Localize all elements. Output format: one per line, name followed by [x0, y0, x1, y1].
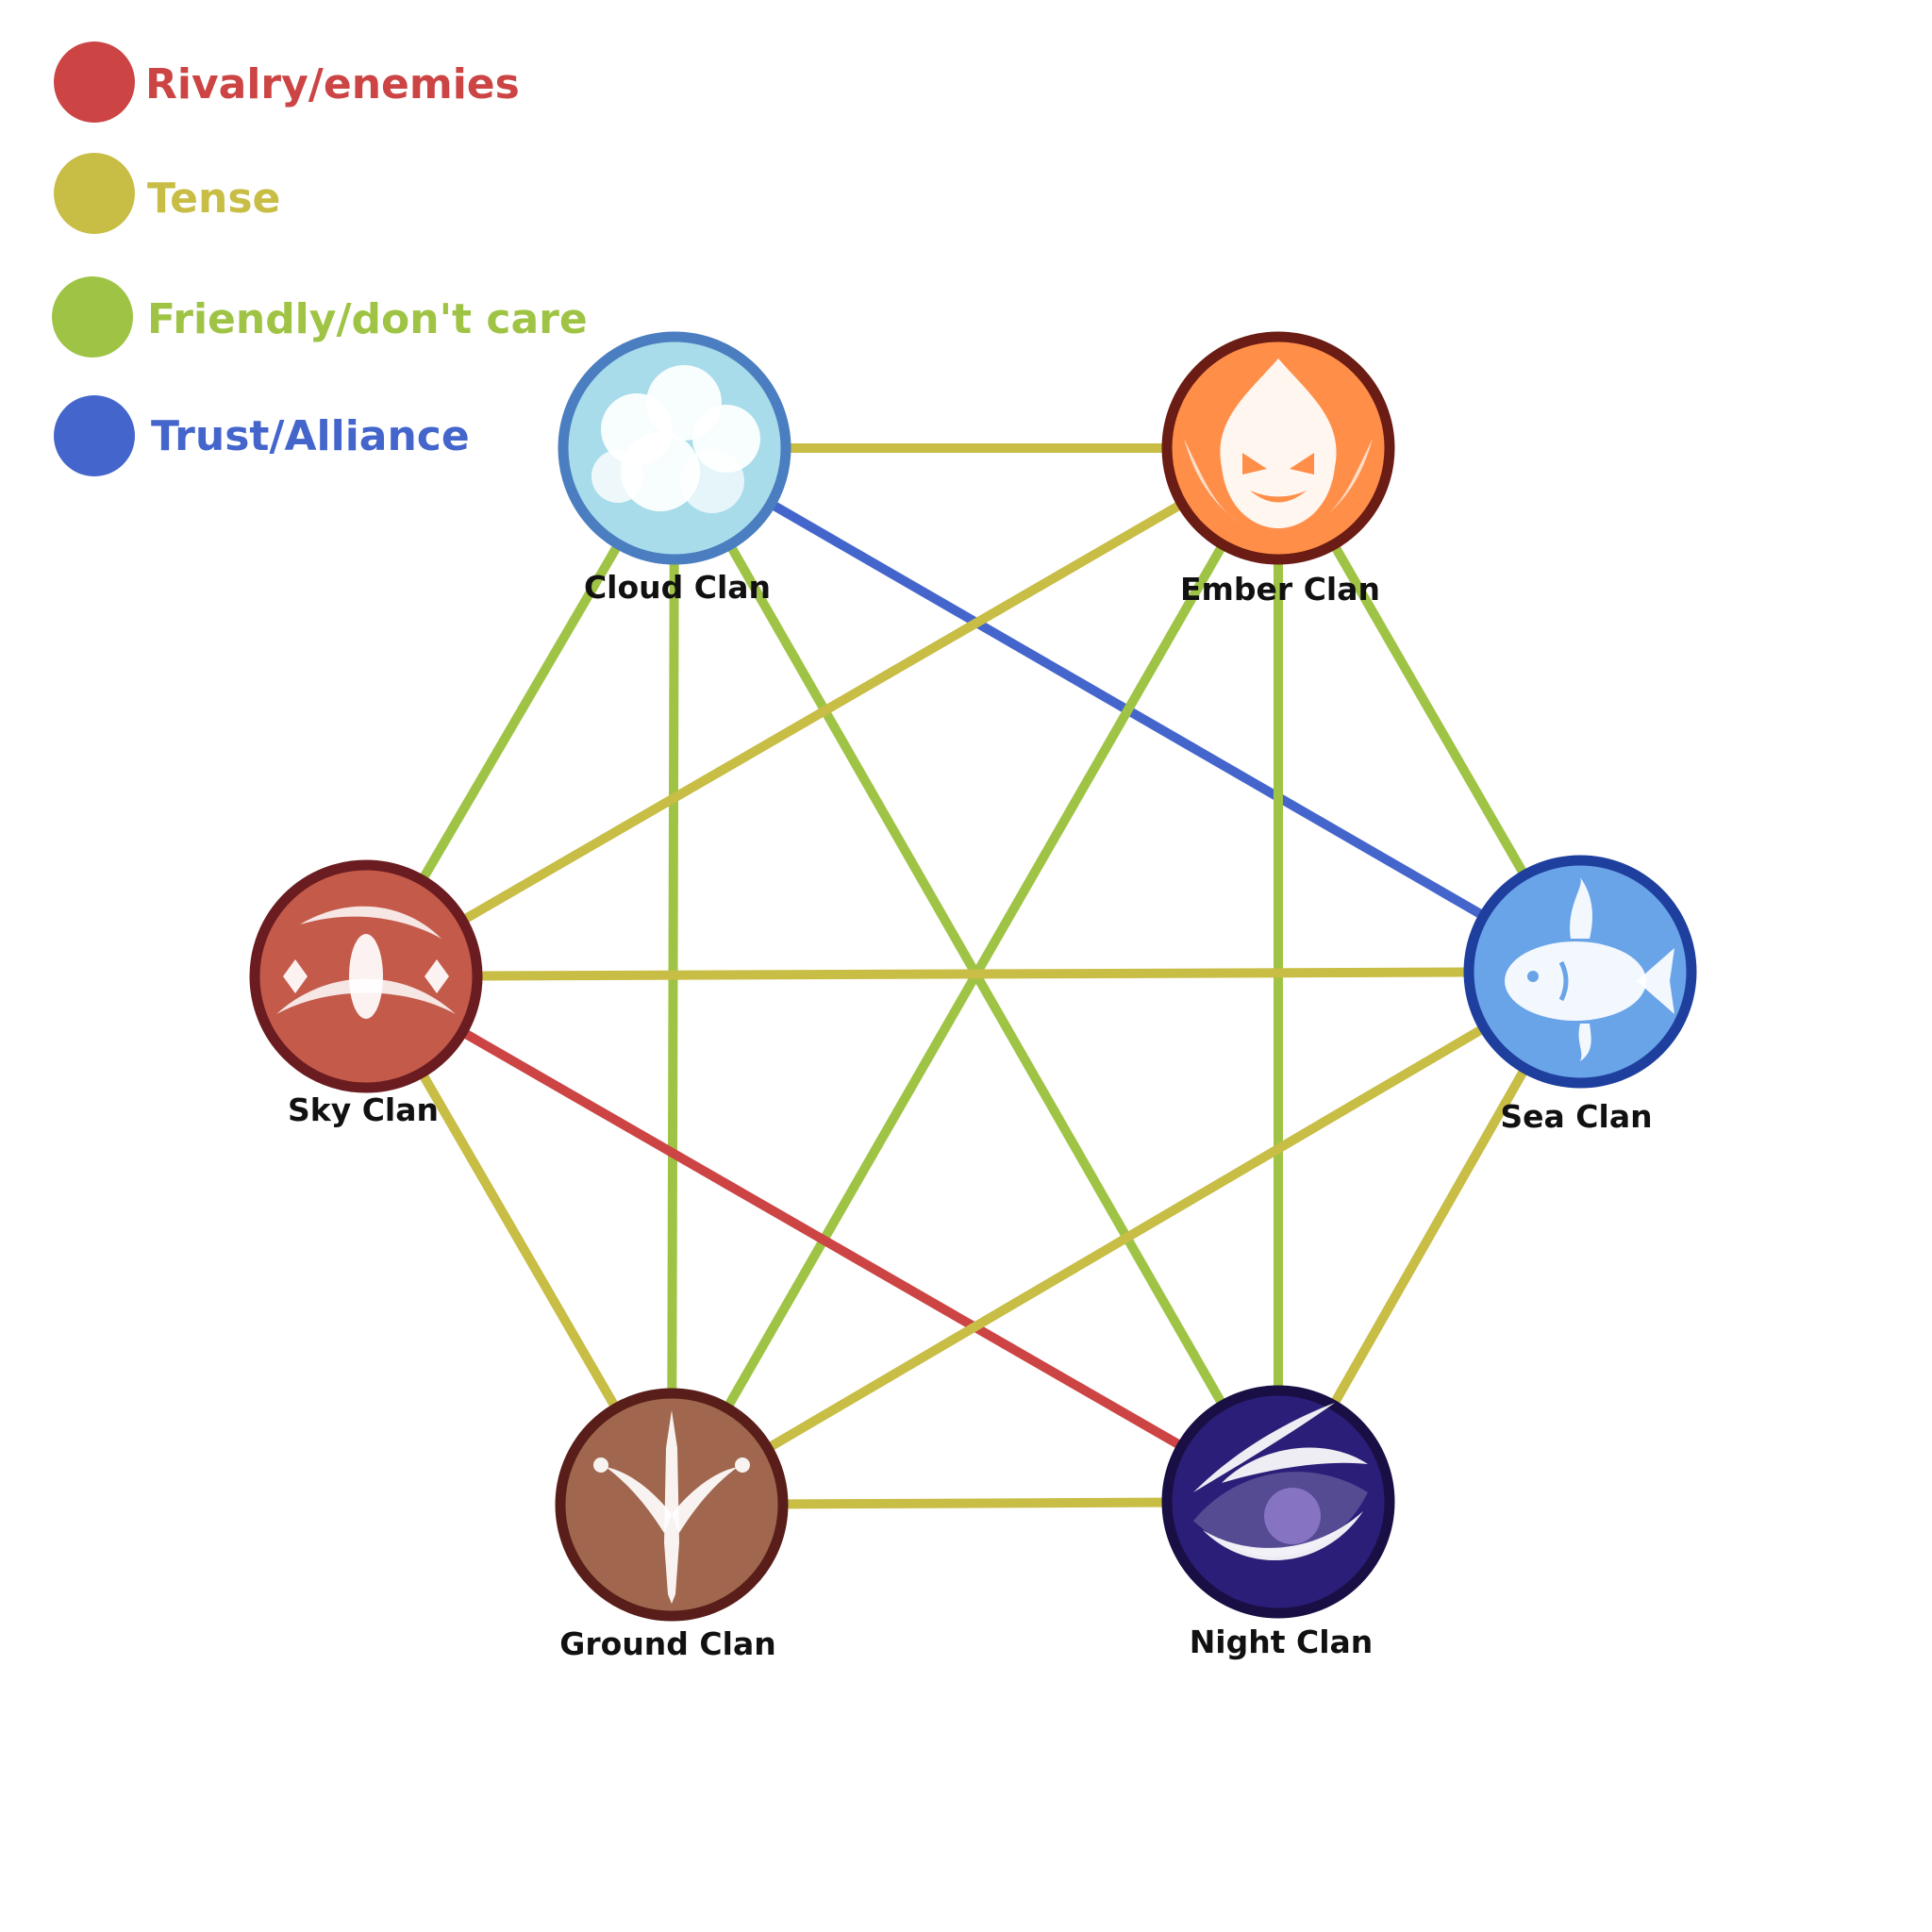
legend-swatch-rivalry — [54, 42, 135, 123]
clan-label-sky: Sky Clan — [288, 1091, 439, 1128]
legend-label-friendly: Friendly/don't care — [147, 295, 588, 343]
legend-item: Friendly/don't care — [52, 276, 588, 358]
clan-label-ember: Ember Clan — [1180, 571, 1380, 608]
legend-item: Rivalry/enemies — [54, 42, 520, 123]
legend-swatch-friendly — [52, 276, 133, 358]
clan-node-ember: Ember Clan — [1161, 331, 1395, 608]
legend-label-rivalry: Rivalry/enemies — [145, 60, 520, 108]
footprint-icon — [593, 1410, 750, 1604]
clan-label-sea: Sea Clan — [1500, 1098, 1652, 1135]
clan-node-ground: Ground Clan — [555, 1388, 789, 1662]
clan-node-sky: Sky Clan — [249, 859, 483, 1128]
legend-label-trust: Trust/Alliance — [151, 412, 470, 460]
cloud-icon — [591, 365, 760, 513]
relation-sky-night-rivalry-enemies — [361, 972, 1283, 1507]
relation-ember-sky-tense — [361, 443, 1283, 981]
legend-label-tense: Tense — [147, 175, 280, 223]
eye-icon — [1193, 1403, 1368, 1561]
wind-icon — [276, 906, 456, 1019]
clan-node-night: Night Clan — [1161, 1385, 1395, 1660]
fish-icon — [1505, 877, 1674, 1061]
clan-node-sea: Sea Clan — [1463, 855, 1697, 1135]
legend-swatch-tense — [54, 153, 135, 234]
clan-node-cloud: Cloud Clan — [558, 331, 791, 606]
clan-label-cloud: Cloud Clan — [584, 569, 771, 606]
legend-item: Tense — [54, 153, 280, 234]
clan-nodes: Cloud Clan Ember Clan Sky Clan — [249, 331, 1697, 1662]
clan-label-ground: Ground Clan — [559, 1625, 775, 1662]
flame-icon — [1184, 358, 1373, 528]
legend: Rivalry/enemies Tense Friendly/don't car… — [52, 42, 588, 476]
relation-sky-sea-tense — [361, 967, 1585, 981]
clan-label-night: Night Clan — [1190, 1624, 1374, 1660]
legend-swatch-trust — [54, 395, 135, 476]
legend-item: Trust/Alliance — [54, 395, 470, 476]
relation-edges — [361, 443, 1585, 1509]
relation-sea-ground-tense — [667, 967, 1585, 1509]
